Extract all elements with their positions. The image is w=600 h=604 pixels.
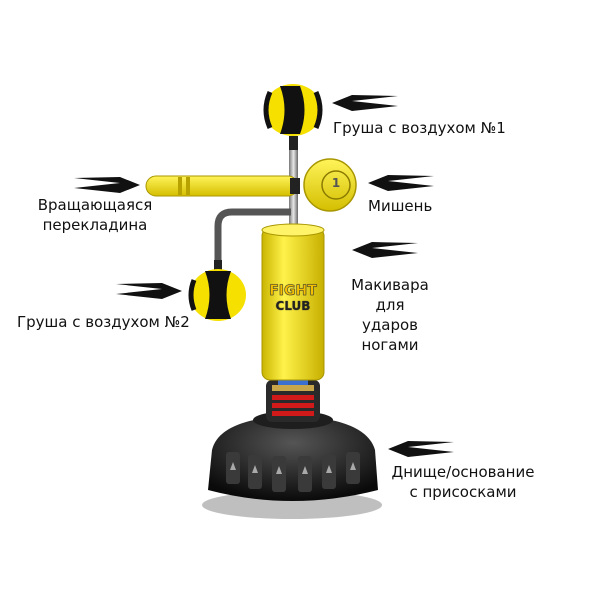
label-base-line-1: Днище/основание (391, 463, 535, 481)
arrow-base (388, 441, 454, 457)
arrow-rotating-bar (74, 177, 140, 193)
arrow-kick-pad (352, 242, 418, 258)
label-kick-pad: Макивара для ударов ногами (335, 275, 445, 355)
label-rotating-bar-line-2: перекладина (42, 216, 148, 234)
label-air-bag-1: Груша с воздухом №1 (333, 119, 506, 137)
rotating-bar (145, 175, 300, 197)
target-number: 1 (331, 176, 341, 190)
callout-arrows (74, 95, 454, 457)
air-bag-2-ball (188, 260, 246, 321)
spring-connector (266, 375, 320, 422)
label-kick-pad-line-3: ударов (362, 316, 418, 334)
air-bag-1-ball (263, 84, 323, 150)
label-base-line-2: с присосками (409, 483, 517, 501)
arrow-target (368, 175, 434, 191)
label-kick-pad-line-4: ногами (361, 336, 419, 354)
logo-line-2: CLUB (275, 299, 311, 313)
label-base: Днище/основание с присосками (383, 462, 543, 502)
label-air-bag-2: Груша с воздухом №2 (17, 313, 190, 331)
fight-club-logo: FIGHT CLUB (264, 283, 322, 313)
kick-pad (261, 223, 325, 381)
logo-line-1: FIGHT (269, 283, 317, 300)
label-target: Мишень (368, 197, 433, 215)
target-pad (303, 158, 357, 212)
arrow-air-bag-1 (332, 95, 398, 111)
suction-base (202, 411, 382, 519)
label-rotating-bar-line-1: Вращающаяся (37, 196, 153, 214)
bag-2-arm (214, 208, 291, 262)
label-kick-pad-line-2: для (375, 296, 405, 314)
label-rotating-bar: Вращающаяся перекладина (30, 195, 160, 235)
label-kick-pad-line-1: Макивара (351, 276, 429, 294)
arrow-air-bag-2 (116, 283, 182, 299)
